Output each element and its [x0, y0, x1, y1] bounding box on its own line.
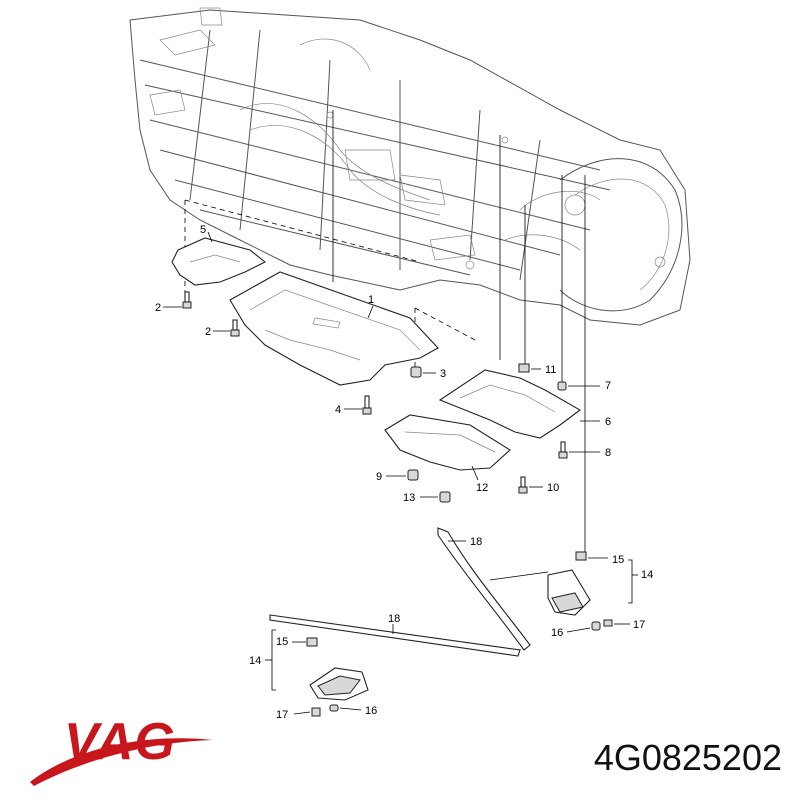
- clip-11: 11: [518, 363, 556, 376]
- callout-14a: 14: [641, 569, 653, 581]
- reference-lines: [184, 110, 586, 560]
- callout-2b: 2: [205, 326, 211, 338]
- callout-5: 5: [200, 224, 206, 236]
- part-5-shield: 5: [171, 224, 267, 286]
- callout-10: 10: [547, 482, 559, 494]
- callout-15a: 15: [612, 554, 624, 566]
- bolt-2-a: 2: [155, 291, 192, 314]
- callout-2a: 2: [155, 302, 161, 314]
- callout-6: 6: [605, 416, 611, 428]
- callout-3: 3: [440, 368, 446, 380]
- nut-9: 9: [376, 469, 419, 483]
- callout-12: 12: [476, 482, 488, 494]
- bolt-8: 8: [558, 441, 611, 459]
- callout-16b: 16: [365, 705, 377, 717]
- callout-17a: 17: [633, 619, 645, 631]
- callout-1: 1: [368, 294, 374, 306]
- part-12-shield: 12: [384, 414, 511, 494]
- part-1-underbody-panel: 1: [229, 271, 439, 386]
- brand-logo-text: VAG: [64, 713, 176, 771]
- bolt-2-b: 2: [205, 319, 240, 338]
- callout-18b: 18: [388, 613, 400, 625]
- nut-3: 3: [410, 366, 446, 380]
- callout-13: 13: [403, 492, 415, 504]
- callout-14b: 14: [249, 655, 261, 667]
- callout-16a: 16: [551, 627, 563, 639]
- bracket-assembly-14-right: 15 14 16 17: [489, 551, 653, 639]
- callout-15b: 15: [276, 636, 288, 648]
- callout-4: 4: [335, 404, 341, 416]
- nut-7: 7: [557, 380, 611, 392]
- callout-9: 9: [376, 471, 382, 483]
- bracket-assembly-14-left: 15 14 16 17: [249, 629, 377, 721]
- bolt-10: 10: [518, 476, 559, 494]
- vag-swoosh-icon: [30, 738, 213, 786]
- callout-7: 7: [605, 380, 611, 392]
- part-18-strip-upper: 18: [437, 527, 531, 651]
- vehicle-underbody-drawing: [129, 7, 691, 326]
- callout-8: 8: [605, 447, 611, 459]
- bolt-4: 4: [335, 395, 372, 416]
- callout-11: 11: [545, 364, 556, 376]
- nut-13: 13: [403, 491, 451, 504]
- callout-18a: 18: [470, 536, 482, 548]
- part-6-shield: 6: [438, 369, 611, 439]
- part-18-strip-lower: 18: [269, 613, 521, 657]
- part-number: 4G0825202: [593, 737, 782, 778]
- callout-17b: 17: [276, 709, 288, 721]
